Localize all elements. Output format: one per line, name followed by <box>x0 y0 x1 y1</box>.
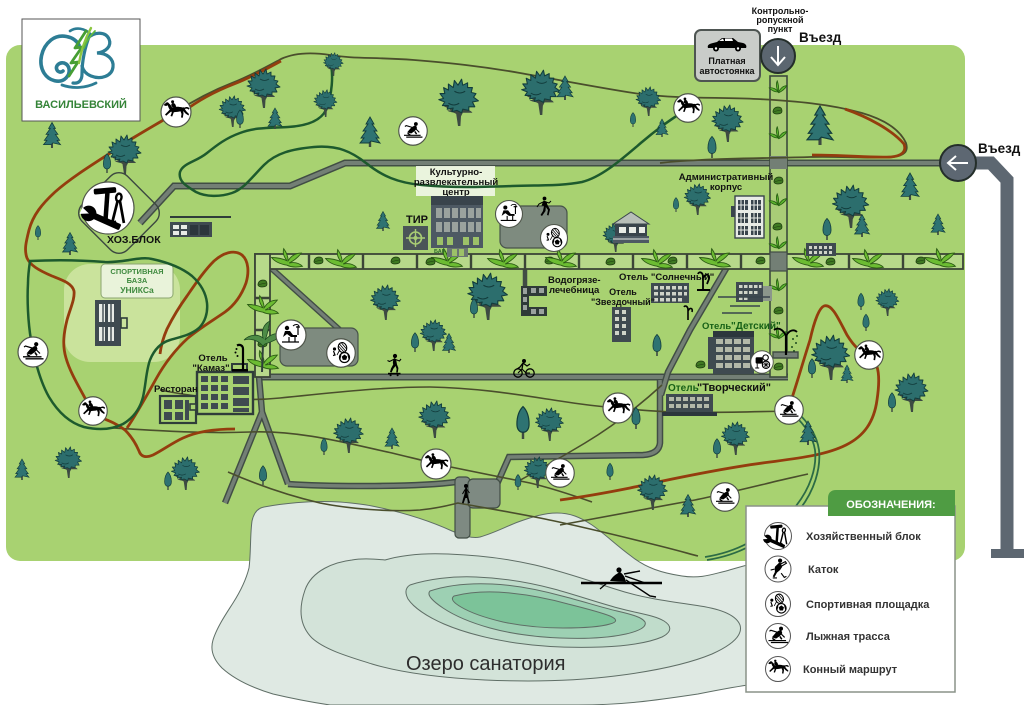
svg-text:Отель: Отель <box>198 353 227 364</box>
svg-text:ВАСИЛЬЕВСКИЙ: ВАСИЛЬЕВСКИЙ <box>35 98 127 111</box>
svg-text:"Детский": "Детский" <box>731 321 781 332</box>
svg-text:Культурно-: Культурно- <box>430 167 483 178</box>
svg-text:БАЗА: БАЗА <box>127 276 148 285</box>
svg-text:пункт: пункт <box>768 24 793 34</box>
svg-text:Контрольно-: Контрольно- <box>752 6 809 16</box>
svg-text:Въезд: Въезд <box>978 141 1021 156</box>
svg-text:Административный: Административный <box>679 172 774 183</box>
svg-text:центр: центр <box>442 187 470 198</box>
svg-text:Спортивная площадка: Спортивная площадка <box>806 599 930 611</box>
svg-text:"Камаз": "Камаз" <box>192 363 229 374</box>
svg-text:УНИКСа: УНИКСа <box>120 285 154 295</box>
svg-text:ропускной: ропускной <box>756 15 803 25</box>
svg-text:Отель: Отель <box>609 287 637 297</box>
svg-text:СПОРТИВНАЯ: СПОРТИВНАЯ <box>110 267 163 276</box>
svg-text:Платная: Платная <box>708 56 745 66</box>
svg-text:лечебница: лечебница <box>549 285 600 296</box>
svg-text:Лыжная трасса: Лыжная трасса <box>806 631 891 643</box>
svg-text:развлекательный: развлекательный <box>414 177 499 188</box>
svg-text:корпус: корпус <box>710 182 742 193</box>
svg-text:Каток: Каток <box>808 564 839 576</box>
svg-text:Отель "Солнечный": Отель "Солнечный" <box>619 272 714 283</box>
svg-text:"Звездочный": "Звездочный" <box>591 297 655 307</box>
svg-text:Отель: Отель <box>668 383 699 394</box>
svg-text:Озеро санатория: Озеро санатория <box>406 653 565 675</box>
svg-text:"Творческий": "Творческий" <box>697 382 771 394</box>
svg-text:ХОЗ.БЛОК: ХОЗ.БЛОК <box>107 234 161 246</box>
svg-text:автостоянка: автостоянка <box>700 66 756 76</box>
svg-text:Водогрязе-: Водогрязе- <box>548 275 601 286</box>
svg-text:Ресторан: Ресторан <box>154 384 198 395</box>
svg-text:Конный маршрут: Конный маршрут <box>803 664 898 676</box>
svg-text:ОБОЗНАЧЕНИЯ:: ОБОЗНАЧЕНИЯ: <box>846 499 935 511</box>
svg-text:БАР: БАР <box>434 249 446 255</box>
svg-text:Отель: Отель <box>702 321 731 332</box>
svg-text:Въезд: Въезд <box>799 30 842 45</box>
svg-text:Хозяйственный блок: Хозяйственный блок <box>806 531 921 543</box>
svg-text:ТИР: ТИР <box>406 214 428 226</box>
